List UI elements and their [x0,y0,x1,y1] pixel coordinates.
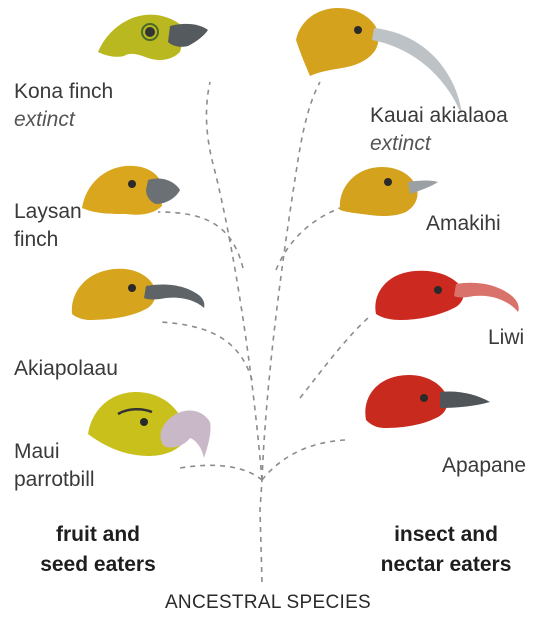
apapane-head-shape [365,375,447,428]
liwi-head [375,271,518,320]
apapane-name: Apapane [442,454,526,477]
maui-parrotbill-label: Maui parrotbill [14,438,95,494]
amakihi-eye [384,178,392,186]
insect-nectar-line2: nectar eaters [381,553,512,576]
apapane-eye [420,394,428,402]
kauai-akialoa-head-shape [296,8,379,76]
branch-liwi [300,318,368,398]
amakihi-head-shape [340,167,418,216]
akiapolaau-name: Akiapolaau [14,357,118,380]
apapane-beak [440,391,490,408]
fruit-seed-line1: fruit and [56,523,140,546]
maui-parrotbill-name-line1: Maui [14,440,60,463]
kauai-akialoa-head [296,8,462,116]
fruit-seed-line2: seed eaters [40,553,156,576]
insect-nectar-eaters-label: insect and nectar eaters [364,520,528,580]
insect-nectar-line1: insect and [394,523,498,546]
branch-akiapolaau [160,322,252,380]
kona-finch-eye [145,27,155,37]
kona-finch-label: Kona finch extinct [14,78,113,134]
maui-parrotbill-name-line2: parrotbill [14,468,95,491]
laysan-finch-beak [146,178,180,204]
branch-root [260,480,262,582]
akiapolaau-head-shape [72,269,156,320]
maui-parrotbill-eye [140,418,148,426]
laysan-finch-eye [128,180,136,188]
akiapolaau-eye [128,284,136,292]
liwi-label: Liwi [488,324,524,352]
apapane-label: Apapane [442,452,526,480]
ancestral-species-label: ANCESTRAL SPECIES [0,592,536,614]
liwi-head-shape [375,271,463,320]
akiapolaau-label: Akiapolaau [14,355,118,383]
laysan-finch-name-line1: Laysan [14,200,82,223]
amakihi-beak [408,181,438,195]
branch-kauai [262,82,320,480]
branch-apapane [262,440,345,480]
laysan-finch-head [82,166,180,215]
laysan-finch-label: Laysan finch [14,198,82,254]
kauai-akialoa-eye [354,26,362,34]
kauai-akialoa-label: Kauai akialaoa extinct [370,102,508,158]
liwi-eye [434,286,442,294]
branch-maui [180,465,262,480]
kauai-akialoa-name: Kauai akialaoa [370,104,508,127]
branch-lines [158,82,368,582]
amakihi-name: Amakihi [426,212,501,235]
laysan-finch-name-line2: finch [14,228,58,251]
liwi-beak [454,283,519,312]
kauai-akialoa-status: extinct [370,132,431,155]
amakihi-label: Amakihi [426,210,501,238]
kona-finch-beak [168,24,208,47]
liwi-name: Liwi [488,326,524,349]
akiapolaau-head [72,269,205,320]
amakihi-head [340,167,438,216]
maui-parrotbill-head [88,392,211,458]
branch-kona [206,82,262,480]
kona-finch-status: extinct [14,108,75,131]
branch-laysan [158,212,243,268]
kona-finch-head [98,15,208,60]
kona-finch-name: Kona finch [14,80,113,103]
apapane-head [365,375,490,428]
fruit-seed-eaters-label: fruit and seed eaters [20,520,176,580]
akiapolaau-beak [144,284,204,308]
